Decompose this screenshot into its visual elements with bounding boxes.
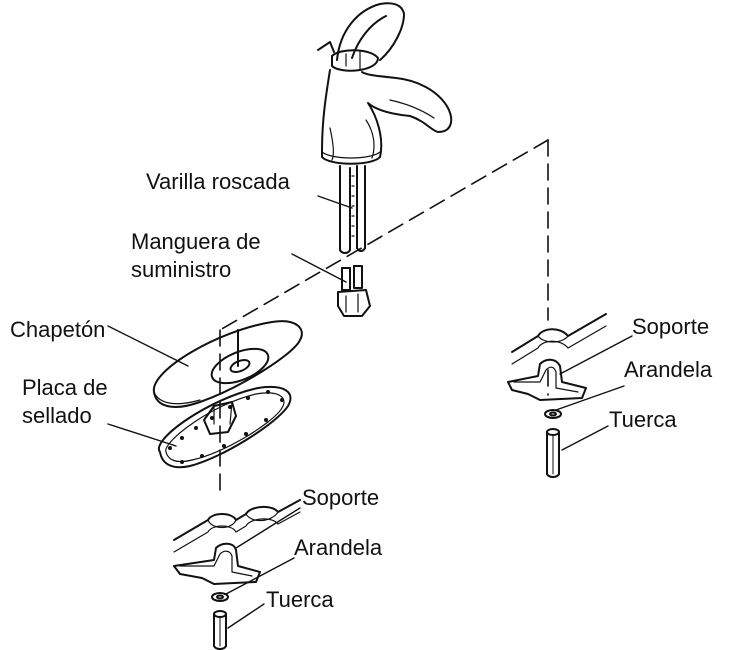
sink-deck-left: [173, 499, 301, 553]
label-nut-left: Tuerca: [266, 587, 334, 612]
label-seal-plate-line2: sellado: [22, 403, 92, 428]
label-seal-plate-line1: Placa de: [22, 375, 108, 400]
label-escutcheon: Chapetón: [10, 317, 106, 342]
washer-left: [211, 592, 229, 602]
bracket-left: [173, 542, 261, 585]
faucet-body: [317, 2, 453, 165]
threaded-rod: [339, 165, 366, 254]
nut-right: [546, 428, 560, 478]
supply-hose-fittings: [337, 265, 371, 317]
label-supply-hose-line2: suministro: [131, 257, 232, 282]
alignment-dashed-lines: [219, 139, 549, 496]
escutcheon: [152, 320, 303, 408]
leader-lines: [107, 195, 633, 629]
label-washer-left: Arandela: [294, 535, 383, 560]
seal-plate: [157, 386, 292, 469]
washer-right: [544, 409, 562, 419]
sink-deck-right: [511, 313, 607, 365]
bracket-right: [507, 358, 587, 401]
label-bracket-right: Soporte: [632, 314, 710, 339]
label-nut-right: Tuerca: [609, 407, 677, 432]
nut-left: [213, 610, 227, 650]
label-supply-hose-line1: Manguera de: [131, 229, 261, 254]
label-washer-right: Arandela: [624, 357, 713, 382]
label-threaded-rod: Varilla roscada: [146, 169, 290, 194]
label-bracket-left: Soporte: [302, 485, 380, 510]
